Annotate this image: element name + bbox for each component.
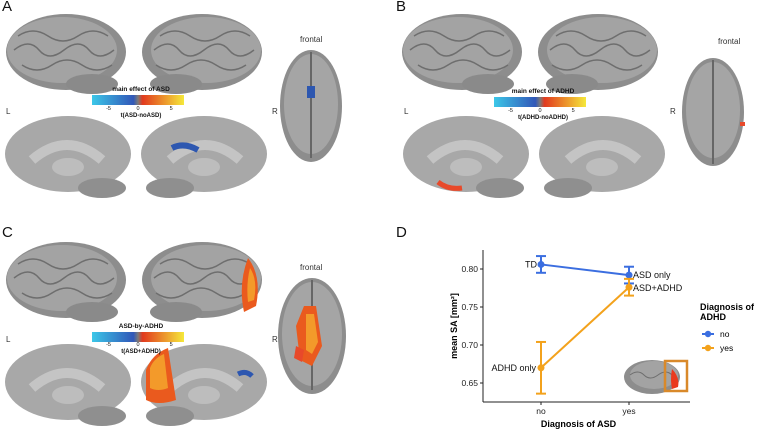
brain-c-left-medial xyxy=(5,344,131,426)
series-line-no xyxy=(540,263,630,277)
brain-b-frontal xyxy=(682,58,745,166)
colorbar-title-b: main effect of ADHD xyxy=(511,88,575,95)
y-axis-label: mean SA [mm²] xyxy=(449,293,459,359)
left-label-a: L xyxy=(6,107,11,116)
brain-c-right-lateral xyxy=(142,242,262,322)
brain-b-right-medial xyxy=(539,116,665,198)
panel-letter-c: C xyxy=(2,224,13,241)
legend-swatch-dot xyxy=(704,344,712,352)
frontal-label-a: frontal xyxy=(300,35,323,44)
colorbar-subtitle-b: t(ADHD-noADHD) xyxy=(518,115,568,121)
colorbar-c xyxy=(92,332,184,342)
legend-title-line1: Diagnosis of xyxy=(700,302,755,312)
inset-brain-icon xyxy=(624,359,689,394)
colorbar-title-c: ASD-by-ADHD xyxy=(118,323,164,330)
panel-letter-a: A xyxy=(2,0,13,15)
legend-entry: yes xyxy=(720,343,733,353)
series-line-yes xyxy=(540,286,630,369)
colorbar-subtitle-c: t(ASD+ADHD) xyxy=(121,349,161,355)
point-label: ADHD only xyxy=(491,363,536,373)
frontal-label-c: frontal xyxy=(300,263,323,272)
brain-a-left-lateral xyxy=(6,14,126,94)
data-point-yes xyxy=(625,283,633,291)
y-tick-label: 0.75 xyxy=(461,302,478,312)
brain-c-left-lateral xyxy=(6,242,126,322)
x-axis-label: Diagnosis of ASD xyxy=(541,419,617,429)
brain-a-frontal xyxy=(280,50,342,162)
point-label: TD xyxy=(525,259,537,269)
y-tick-label: 0.70 xyxy=(461,340,478,350)
legend-title-line2: ADHD xyxy=(700,312,726,322)
left-label-c: L xyxy=(6,335,11,344)
left-label-b: L xyxy=(404,107,409,116)
legend-swatch-dot xyxy=(704,330,712,338)
y-tick-label: 0.65 xyxy=(461,378,478,388)
colorbar-subtitle-a: t(ASD-noASD) xyxy=(120,113,162,119)
brain-b-left-lateral xyxy=(402,14,522,94)
brain-c-right-medial xyxy=(141,344,267,426)
brain-c-frontal xyxy=(278,278,346,394)
data-point-yes xyxy=(537,364,545,372)
legend-entry: no xyxy=(720,329,730,339)
brain-b-left-medial xyxy=(403,116,529,198)
brain-b-right-lateral xyxy=(538,14,658,94)
right-label-a: R xyxy=(272,107,278,116)
right-label-b: R xyxy=(670,107,676,116)
colorbar-a xyxy=(92,95,184,105)
right-label-c: R xyxy=(272,335,278,344)
brain-a-right-lateral xyxy=(142,14,262,94)
x-tick-label: yes xyxy=(622,406,635,416)
brain-a-right-medial xyxy=(141,116,267,198)
panel-letter-d: D xyxy=(396,224,407,241)
colorbar-b xyxy=(494,97,586,107)
data-point-no xyxy=(625,271,633,279)
frontal-label-b: frontal xyxy=(718,37,741,46)
x-tick-label: no xyxy=(536,406,546,416)
panel-letter-b: B xyxy=(396,0,407,15)
brain-a-left-medial xyxy=(5,116,131,198)
colorbar-title-a: main effect of ASD xyxy=(112,86,170,93)
data-point-no xyxy=(537,260,545,268)
y-tick-label: 0.80 xyxy=(461,264,478,274)
point-label: ASD+ADHD xyxy=(633,283,683,293)
point-label: ASD only xyxy=(633,270,671,280)
